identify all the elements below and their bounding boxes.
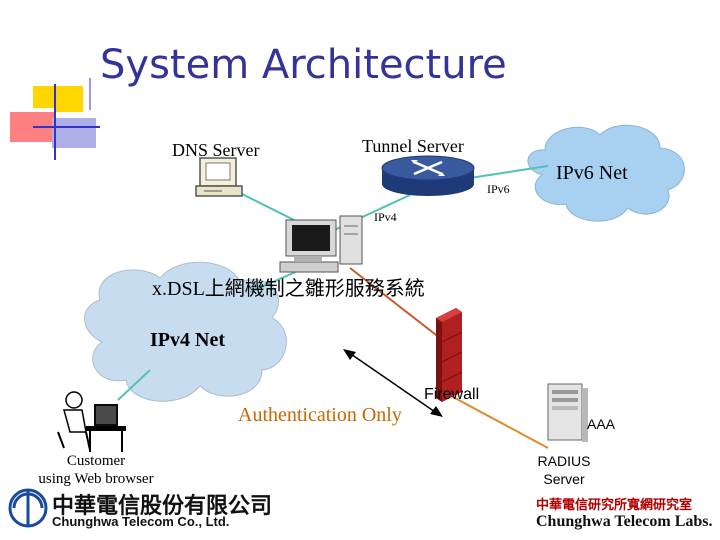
link-server-to-cloud bbox=[249, 269, 301, 293]
xdsl-server-icon bbox=[279, 215, 363, 273]
customer-label-line1: Customer bbox=[66, 453, 126, 469]
ipv4-net-label: IPv4 Net bbox=[150, 329, 225, 351]
dns-server-label: DNS Server bbox=[172, 140, 260, 160]
link-firewall-to-radius bbox=[439, 389, 549, 449]
tunnel-server-label: Tunnel Server bbox=[362, 136, 464, 156]
customer-icon bbox=[57, 391, 126, 452]
tunnel-server-router-icon bbox=[381, 155, 475, 196]
xdsl-system-label: x.DSL上網機制之雛形服務系統 bbox=[152, 278, 425, 300]
ipv6-link-label: IPv6 bbox=[487, 182, 510, 196]
radius-server-icon bbox=[547, 383, 588, 442]
ipv4-net-cloud bbox=[84, 261, 287, 402]
link-server-to-firewall bbox=[349, 267, 441, 339]
authentication-arrow bbox=[343, 349, 443, 417]
ipv6-net-label: IPv6 Net bbox=[556, 162, 628, 184]
network-links bbox=[117, 165, 549, 449]
chunghwa-company-name-en: Chunghwa Telecom Co., Ltd. bbox=[52, 514, 230, 529]
radius-server-label: RADIUS Server bbox=[524, 452, 604, 488]
link-tunnel-to-ipv6 bbox=[469, 165, 549, 179]
title-decoration bbox=[10, 78, 100, 160]
firewall-label: Firewall bbox=[424, 386, 480, 403]
radius-label-line1: RADIUS bbox=[537, 453, 591, 469]
dns-server-icon bbox=[195, 157, 243, 197]
chunghwa-logo-icon bbox=[8, 488, 48, 528]
firewall-icon bbox=[436, 308, 463, 402]
ipv4-link-label: IPv4 bbox=[374, 210, 397, 224]
labs-name-zh: 中華電信研究所寬網研究室 bbox=[536, 497, 693, 512]
page-title: System Architecture bbox=[100, 42, 507, 88]
authentication-only-label: Authentication Only bbox=[238, 404, 402, 426]
chunghwa-company-name-zh: 中華電信股份有限公司 bbox=[52, 493, 273, 518]
aaa-label: AAA bbox=[587, 416, 616, 432]
customer-label-line2: using Web browser bbox=[38, 471, 154, 487]
radius-label-line2: Server bbox=[543, 471, 585, 487]
labs-name-en: Chunghwa Telecom Labs. bbox=[536, 513, 713, 530]
ipv6-net-cloud bbox=[527, 124, 685, 222]
customer-label: Customer using Web browser bbox=[28, 452, 164, 488]
link-customer-to-cloud bbox=[117, 369, 151, 401]
